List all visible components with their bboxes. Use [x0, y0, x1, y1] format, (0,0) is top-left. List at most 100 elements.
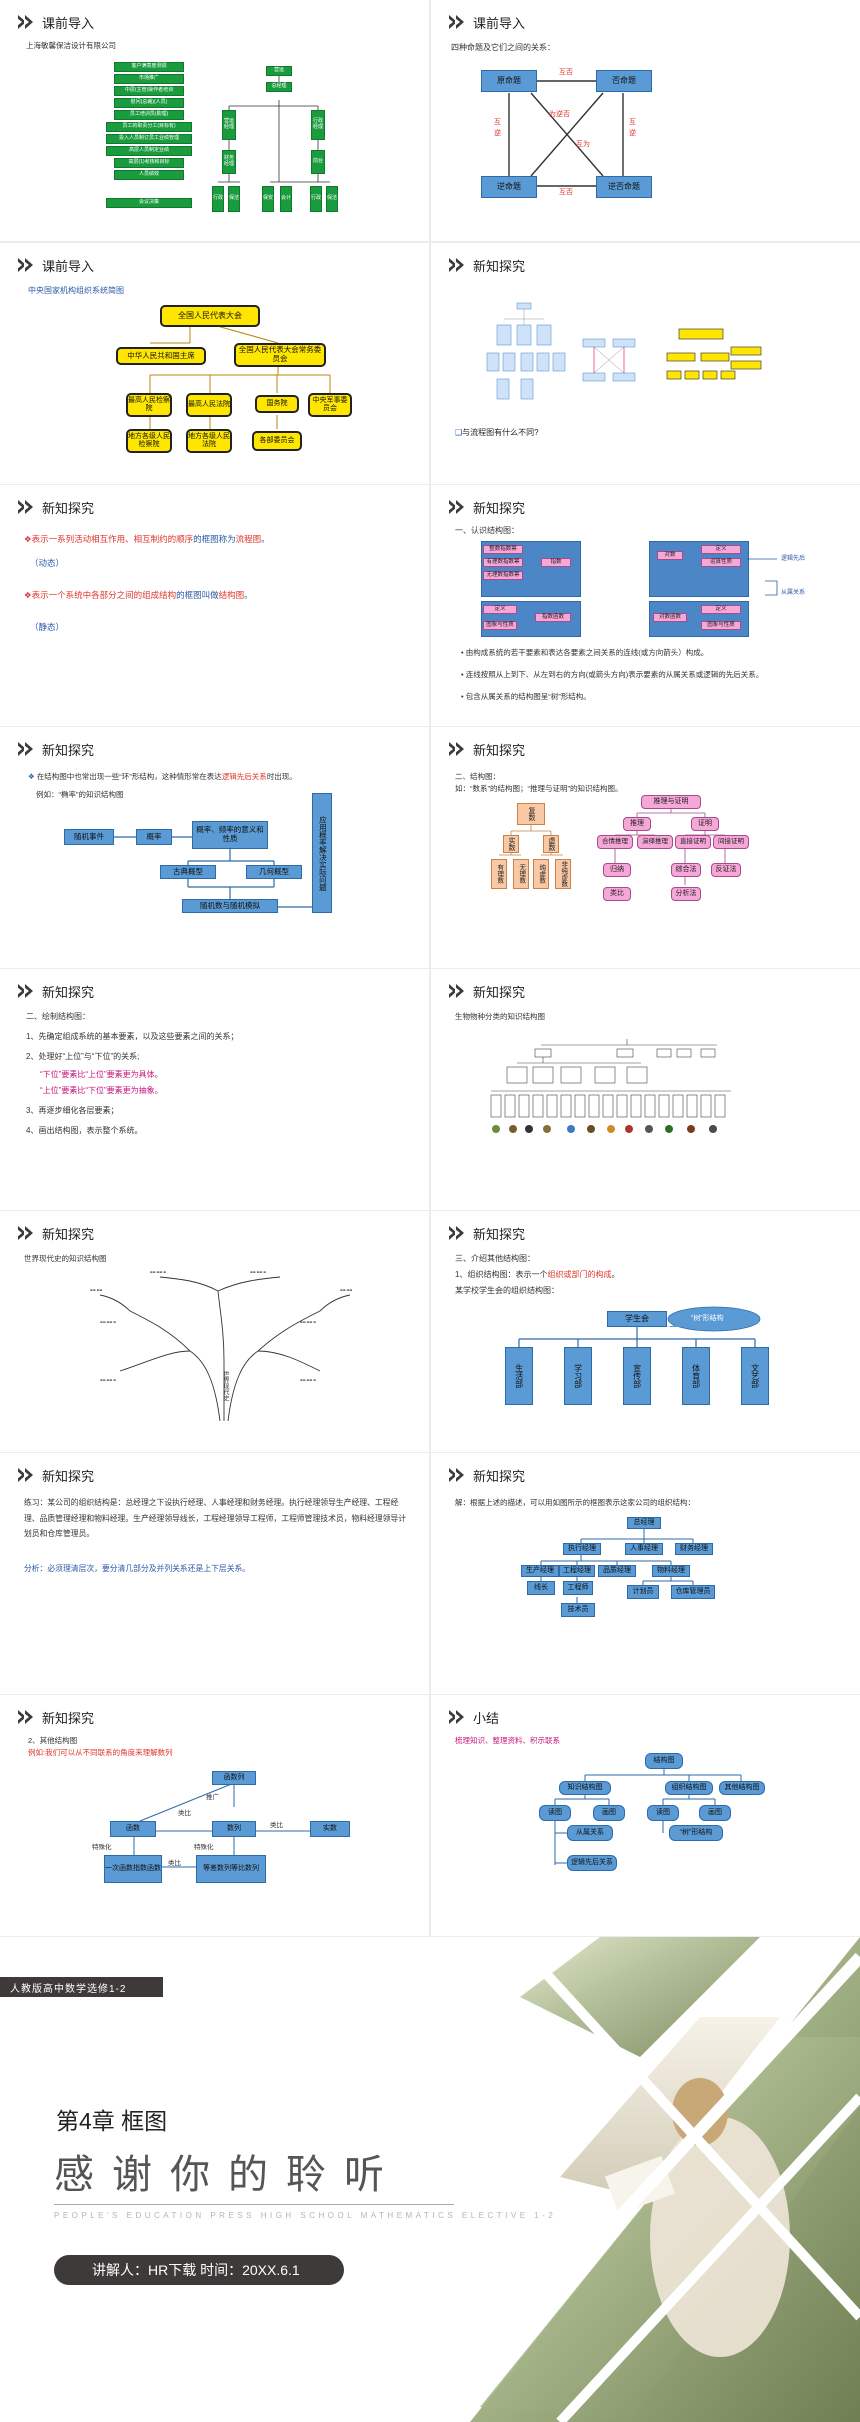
relation-label: 互否 — [559, 69, 573, 76]
photo-collage — [425, 1937, 860, 2422]
slide-7[interactable]: 新知探究 ❖ 在结构图中也常出现一些“环”形结构，这种情形常在表达逻辑先后关系时… — [0, 727, 429, 968]
text-run: 顺序 — [176, 534, 194, 544]
department-box: 生活部 — [505, 1347, 533, 1405]
org-box: 员工的职责分工(目标有) — [106, 122, 192, 132]
trunk-label: 世界现代史 — [222, 1371, 228, 1401]
concept-box: 对数 — [657, 551, 683, 560]
slide-title: 新知探究 — [473, 984, 526, 1000]
org-box: 总经理 — [266, 82, 292, 92]
bullet-label: 连线按照从上到下、从左到右的方向(或箭头方向)表示要素的从属关系或逻辑的先后关系… — [465, 670, 764, 679]
org-box: 保安 — [262, 186, 274, 212]
slide-11[interactable]: 新知探究 世界现代史的知识结构图 ▬▬ ▬▬ ▬▬▬ ▬▬ ▬ ▬▬ ▬▬▬▬ … — [0, 1211, 429, 1452]
org-box: 执行经理 — [563, 1543, 601, 1555]
subtitle: 解：根据上述的描述，可以用如图所示的框图表示这家公司的组织结构： — [455, 1498, 695, 1507]
org-box: 总经理 — [627, 1517, 661, 1529]
chevron-icon — [17, 742, 33, 756]
divider — [54, 2204, 454, 2205]
species-tree-diagram — [490, 1039, 731, 1133]
bullet-label: 包含从属关系的结构图呈“树”形结构。 — [465, 692, 591, 701]
example-label: 例如：“椭率”的知识结构图 — [36, 790, 124, 799]
org-box: 仓库管理员 — [671, 1585, 715, 1599]
summary-box: 逻辑先后关系 — [567, 1855, 617, 1871]
slide-header: 新知探究 — [17, 981, 94, 1001]
slide-header: 小结 — [448, 1707, 499, 1727]
summary-lines — [554, 1767, 742, 1865]
slide-10[interactable]: 新知探究 生物物种分类的知识结构图 — [431, 969, 860, 1210]
svg-text:▬▬ ▬▬ ▬: ▬▬ ▬▬ ▬ — [300, 1378, 316, 1382]
concept-box: 无理数指数幂 — [483, 571, 523, 580]
slide-5[interactable]: 新知探究 ❖表示一系列活动相互作用、相互制约的顺序的框图称为流程图。 （动态） … — [0, 485, 429, 726]
proof-box: 分析法 — [671, 887, 701, 901]
org-box: 技术员 — [561, 1603, 595, 1617]
text-run: 。 — [244, 590, 253, 600]
text-run: 的框图称为 — [193, 534, 236, 544]
slide-16[interactable]: 小结 梳理知识、整理资料、积示联系 结构图 知识结构图 组织结构图 其他结构图 … — [431, 1695, 860, 1936]
svg-text:▬▬ ▬▬ ▬: ▬▬ ▬▬ ▬ — [300, 1320, 316, 1324]
flow-lines — [114, 811, 319, 908]
question-label: 与流程图有什么不同? — [462, 428, 539, 437]
concept-box: 数列 — [212, 1821, 256, 1837]
slide-1[interactable]: 课前导入 上海敏馨保洁设计有限公司 客户满意度测调 市场推广 中层(主管)操作者… — [0, 0, 429, 241]
course-tag: 人教版高中数学选修1-2 — [0, 1977, 163, 1997]
number-box: 非纯虚数 — [555, 859, 571, 889]
slide-3[interactable]: 课前导入 中央国家机构组织系统简图 全国人民代表大会 中华人民共和国主席 全国人… — [0, 243, 429, 484]
summary-box: 结构图 — [645, 1753, 683, 1769]
slide-4[interactable]: 新知探究 ❑与流程图有什么不同? — [431, 243, 860, 484]
chevron-icon — [448, 500, 464, 514]
slide-12[interactable]: 新知探究 三、介绍其他结构图： 1、组织结构图：表示一个组织或部门的构成。 某学… — [431, 1211, 860, 1452]
question-text: ❑与流程图有什么不同? — [455, 427, 539, 439]
proof-box: 证明 — [691, 817, 719, 831]
concept-box: 函数列 — [212, 1771, 256, 1785]
relation-label: 类比 — [270, 1822, 283, 1829]
concept-box: 实数 — [310, 1821, 350, 1837]
org-box: 中华人民共和国主席 — [116, 347, 206, 365]
thanks-title: 感谢你的聆听 — [54, 2153, 402, 2197]
proposition-box: 原命题 — [481, 70, 537, 92]
slide-title: 新知探究 — [473, 742, 526, 758]
summary-box: 组织结构图 — [665, 1781, 713, 1795]
slide-8[interactable]: 新知探究 二、结构图： 如：“数系”的结构图；“推理与证明”的知识结构图。 复数… — [431, 727, 860, 968]
number-box: 无理数 — [513, 859, 529, 889]
step-note: “下位”要素比“上位”要素更为具体。 — [40, 1070, 163, 1079]
slide-13[interactable]: 新知探究 练习：某公司的组织结构是：总经理之下设执行经理、人事经理和财务经理。执… — [0, 1453, 429, 1694]
slide-title: 新知探究 — [473, 500, 526, 516]
org-box: 高层人员制定业绩 — [106, 146, 192, 156]
concept-box: 概率 — [136, 829, 172, 845]
concept-box: 定义 — [701, 605, 741, 614]
closing-slide[interactable]: 人教版高中数学选修1-2 第4章 框图 感谢你的聆听 PEOPLE'S EDUC… — [0, 1937, 860, 2422]
slide-header: 新知探究 — [448, 739, 526, 759]
department-box: 文艺部 — [741, 1347, 769, 1405]
concept-box: 定义 — [483, 605, 517, 614]
english-subtitle: PEOPLE'S EDUCATION PRESS HIGH SCHOOL MAT… — [54, 2211, 557, 2220]
slide-2[interactable]: 课前导入 四种命题及它们之间的关系： 原命题 否命题 逆命题 逆否命题 互否 互… — [431, 0, 860, 241]
svg-text:▬▬ ▬▬ ▬: ▬▬ ▬▬ ▬ — [150, 1270, 166, 1274]
bullet-icon: • — [461, 670, 466, 679]
proof-box: 间接证明 — [713, 835, 749, 849]
text-run: 。 — [611, 1270, 620, 1279]
org-box: 行政经理 — [311, 110, 325, 140]
number-box: 有理数 — [491, 859, 507, 889]
chevron-icon — [17, 500, 33, 514]
org-box: 全国人民代表大会 — [160, 305, 260, 327]
slide-9[interactable]: 新知探究 二、绘制结构图： 1、先确定组成系统的基本要素，以及这些要素之间的关系… — [0, 969, 429, 1210]
slide-15[interactable]: 新知探究 2、其他结构图 例如:我们可以从不同联系的角度来理解数列 函数列 函数… — [0, 1695, 429, 1936]
svg-text:▬▬ ▬▬ ▬: ▬▬ ▬▬ ▬ — [100, 1378, 116, 1382]
department-box: 体育部 — [682, 1347, 710, 1405]
summary-box: 知识结构图 — [559, 1781, 611, 1795]
slide-header: 新知探究 — [448, 1223, 525, 1243]
slide-title: 新知探究 — [42, 1468, 95, 1484]
org-box: 行政 — [310, 186, 322, 212]
subtitle: 上海敏馨保洁设计有限公司 — [26, 41, 116, 50]
chevron-icon — [17, 258, 33, 272]
panel — [649, 541, 749, 597]
chevron-icon — [17, 984, 33, 998]
slide-6[interactable]: 新知探究 一、认识结构图： 整数指数幂 有理数指数幂 无理数指数幂 指数 定义 … — [431, 485, 860, 726]
slide-header: 新知探究 — [448, 981, 526, 1001]
relation-label: 互逆 — [629, 119, 636, 137]
proposition-box: 否命题 — [596, 70, 652, 92]
slide-14[interactable]: 新知探究 解：根据上述的描述，可以用如图所示的框图表示这家公司的组织结构： 总经… — [431, 1453, 860, 1694]
section-heading: 2、其他结构图 — [28, 1736, 78, 1745]
text-run: 例如:我们可以从不同联系的角度来理解数列 — [28, 1748, 173, 1757]
legend-arrows — [747, 558, 778, 596]
cloud-label: “树”形结构 — [691, 1315, 724, 1322]
